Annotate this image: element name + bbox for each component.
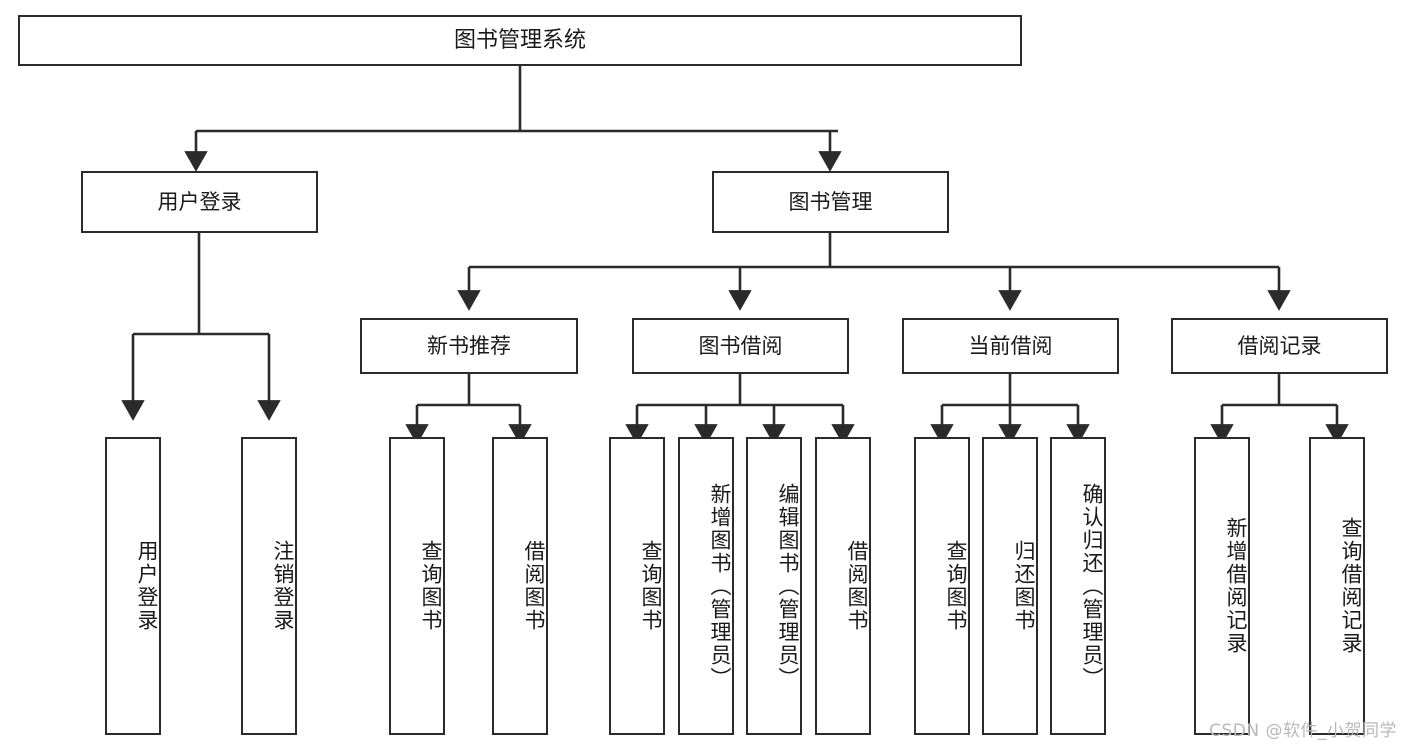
node-label: 新增借阅记录 [1224, 517, 1248, 655]
leaf-borrow-book[interactable]: 借阅图书 [815, 437, 871, 735]
leaf-add-borrow-record[interactable]: 新增借阅记录 [1194, 437, 1250, 735]
node-root-book-management-system[interactable]: 图书管理系统 [18, 15, 1022, 66]
node-book-management[interactable]: 图书管理 [712, 171, 949, 233]
leaf-query-borrow-record[interactable]: 查询借阅记录 [1309, 437, 1365, 735]
node-label: 新书推荐 [427, 333, 511, 358]
node-label: 新增图书（管理员） [708, 482, 732, 690]
node-label: 查询图书 [639, 540, 663, 632]
leaf-query-book-borrow[interactable]: 查询图书 [609, 437, 665, 735]
node-label: 查询图书 [944, 540, 968, 632]
node-label: 用户登录 [135, 540, 159, 632]
node-label: 图书管理系统 [453, 27, 586, 53]
node-current-borrow[interactable]: 当前借阅 [902, 318, 1119, 374]
leaf-confirm-return-admin[interactable]: 确认归还（管理员） [1050, 437, 1106, 735]
leaf-return-book[interactable]: 归还图书 [982, 437, 1038, 735]
node-label: 查询借阅记录 [1339, 517, 1363, 655]
node-label: 当前借阅 [968, 333, 1053, 358]
leaf-borrow-book-recommend[interactable]: 借阅图书 [492, 437, 548, 735]
leaf-edit-book-admin[interactable]: 编辑图书（管理员） [746, 437, 802, 735]
node-label: 确认归还（管理员） [1080, 482, 1104, 690]
leaf-query-book-current[interactable]: 查询图书 [914, 437, 970, 735]
leaf-add-book-admin[interactable]: 新增图书（管理员） [678, 437, 734, 735]
node-label: 查询图书 [419, 540, 443, 632]
node-label: 图书管理 [788, 189, 873, 214]
node-label: 借阅图书 [845, 540, 869, 632]
node-borrow-record[interactable]: 借阅记录 [1171, 318, 1388, 374]
node-label: 编辑图书（管理员） [776, 482, 800, 690]
node-user-login[interactable]: 用户登录 [81, 171, 318, 233]
node-label: 借阅图书 [522, 540, 546, 632]
node-label: 图书借阅 [698, 333, 783, 358]
node-label: 用户登录 [157, 189, 242, 214]
leaf-logout[interactable]: 注销登录 [241, 437, 297, 735]
leaf-user-login[interactable]: 用户登录 [105, 437, 161, 735]
node-new-book-recommend[interactable]: 新书推荐 [360, 318, 578, 374]
node-label: 归还图书 [1012, 540, 1036, 632]
csdn-watermark: CSDN @软件_小贺同学 [1209, 721, 1397, 741]
node-book-borrow[interactable]: 图书借阅 [632, 318, 849, 374]
leaf-query-book-recommend[interactable]: 查询图书 [389, 437, 445, 735]
node-label: 借阅记录 [1237, 333, 1322, 358]
node-label: 注销登录 [271, 540, 295, 632]
